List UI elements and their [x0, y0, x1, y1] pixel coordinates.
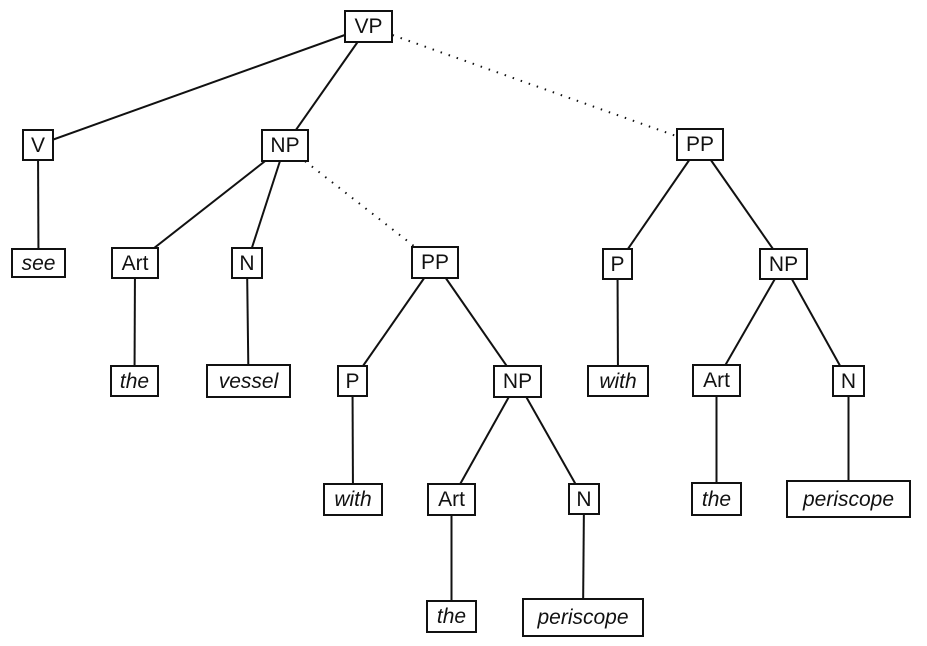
- edge-pp1-p1: [351, 261, 436, 382]
- tree-node-label: N: [840, 369, 857, 393]
- tree-node-art3: Art: [692, 364, 741, 397]
- tree-node-label: the: [436, 605, 467, 628]
- tree-node-label: NP: [768, 252, 799, 276]
- tree-node-periscope3: periscope: [786, 480, 911, 518]
- edge-vp-np1: [284, 25, 370, 147]
- edge-np1-n1: [246, 145, 286, 264]
- tree-node-art1: Art: [111, 247, 159, 279]
- tree-node-label: VP: [354, 15, 383, 38]
- tree-node-pp2: PP: [676, 128, 724, 161]
- edge-n1-vessel: [246, 262, 250, 382]
- tree-node-np2: NP: [493, 365, 542, 398]
- tree-node-vessel: vessel: [206, 364, 291, 398]
- tree-node-n3: N: [832, 365, 865, 397]
- tree-node-label: with: [599, 369, 637, 393]
- tree-node-label: Art: [121, 251, 149, 275]
- tree-node-label: the: [119, 369, 150, 393]
- tree-node-label: periscope: [537, 606, 629, 629]
- tree-node-np1: NP: [261, 129, 309, 162]
- tree-node-label: Art: [703, 369, 730, 392]
- edge-np1-art1: [134, 144, 286, 264]
- tree-node-np3: NP: [759, 248, 808, 280]
- edge-p1-with1: [351, 380, 354, 500]
- tree-node-label: see: [21, 251, 56, 275]
- tree-node-label: the: [701, 487, 732, 511]
- tree-node-the2: the: [426, 600, 477, 633]
- edge-np3-art3: [715, 263, 785, 381]
- tree-node-label: PP: [685, 133, 714, 156]
- edge-np2-art2: [450, 381, 519, 500]
- edge-n2-periscope2: [582, 498, 585, 618]
- tree-node-label: NP: [270, 134, 300, 157]
- edge-np1-pp1-dotted: [284, 144, 436, 264]
- edge-np2-n2: [516, 381, 585, 500]
- tree-node-label: vessel: [218, 369, 279, 393]
- tree-node-with1: with: [323, 483, 383, 516]
- tree-node-label: Art: [438, 488, 465, 511]
- tree-node-art2: Art: [427, 483, 476, 516]
- edge-pp2-p2: [616, 143, 701, 265]
- tree-node-label: V: [30, 133, 45, 157]
- tree-node-label: N: [239, 251, 255, 275]
- tree-node-p1: P: [337, 365, 368, 397]
- tree-node-the1: the: [110, 365, 159, 397]
- edge-p2-with2: [616, 263, 619, 382]
- tree-node-n1: N: [231, 247, 263, 279]
- edge-vp-v: [37, 25, 369, 146]
- tree-node-vp: VP: [344, 10, 393, 43]
- tree-node-v: V: [22, 129, 54, 161]
- tree-node-periscope2: periscope: [522, 598, 644, 637]
- edge-vp-pp2-dotted: [368, 25, 701, 146]
- tree-node-n2: N: [568, 483, 600, 515]
- tree-node-pp1: PP: [411, 246, 459, 279]
- edge-pp2-np3: [699, 143, 785, 265]
- tree-node-label: periscope: [802, 487, 895, 511]
- edge-pp1-np2: [434, 261, 519, 383]
- tree-node-see: see: [11, 248, 66, 278]
- edge-v-see: [37, 144, 40, 264]
- tree-node-the3: the: [691, 482, 742, 516]
- edge-np3-n3: [782, 263, 850, 382]
- tree-node-label: PP: [420, 251, 449, 274]
- tree-node-label: N: [576, 487, 592, 511]
- tree-node-p2: P: [602, 248, 633, 280]
- tree-node-label: with: [334, 488, 372, 511]
- edge-art1-the1: [133, 262, 136, 382]
- tree-node-label: P: [610, 252, 625, 276]
- tree-node-label: NP: [502, 370, 533, 393]
- tree-node-label: P: [345, 369, 360, 393]
- tree-node-with2: with: [587, 365, 649, 397]
